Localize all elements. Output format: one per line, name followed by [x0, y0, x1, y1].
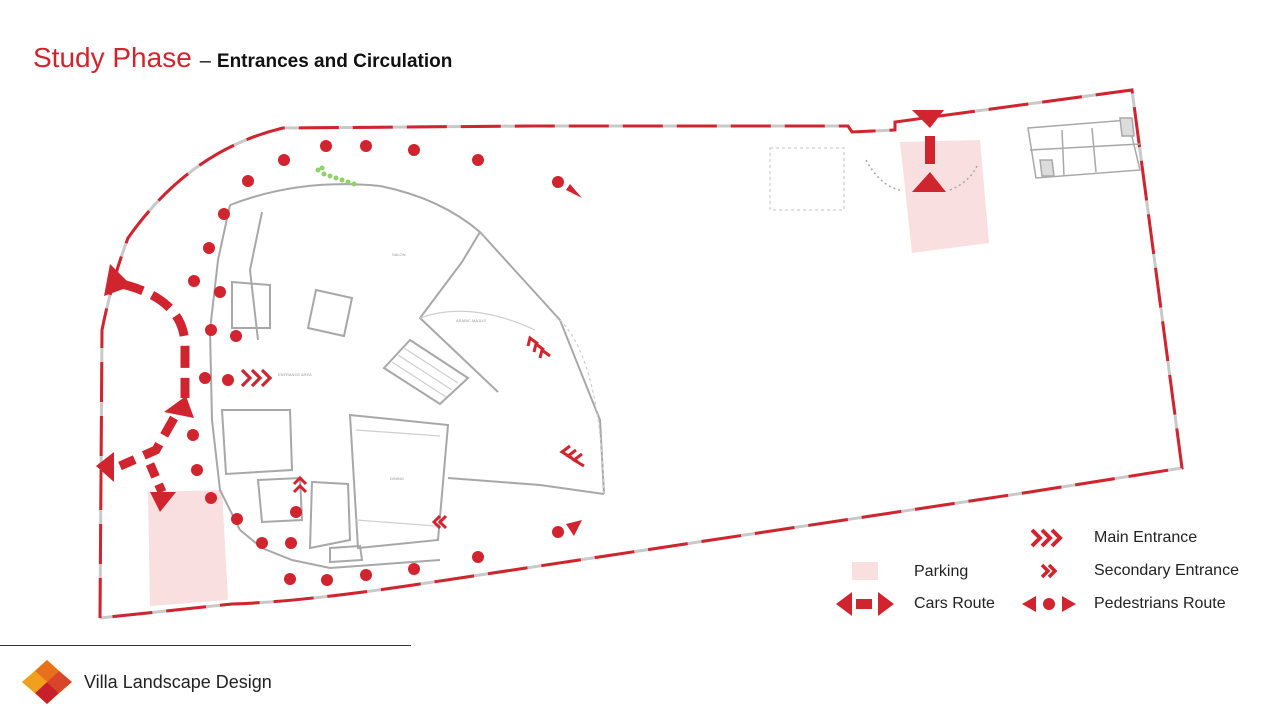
plan-label-entrance-area: ENTRANCE AREA	[278, 372, 312, 377]
pedestrian-route-dots	[187, 140, 564, 586]
main-car-entrance	[912, 110, 946, 192]
plan-label-salon: SALON	[392, 252, 406, 257]
footer-project-name: Villa Landscape Design	[84, 672, 272, 692]
legend-cars-route-label: Cars Route	[914, 595, 995, 612]
parking-area-east	[900, 140, 989, 253]
planting-dots	[315, 165, 357, 187]
pedestrian-route-arrowheads	[566, 184, 582, 536]
legend-main-entrance-symbol	[1030, 528, 1063, 548]
interior-furniture	[355, 147, 845, 527]
main-entrance-marker	[240, 368, 273, 388]
plan-label-dining: DINING	[390, 476, 404, 481]
title-phase: Study Phase	[33, 42, 192, 73]
title-separator: –	[199, 50, 211, 72]
legend-main-entrance-label: Main Entrance	[1094, 529, 1198, 546]
legend-parking-label: Parking	[914, 563, 969, 580]
page-title: Study Phase–Entrances and Circulation	[33, 42, 452, 74]
legend-secondary-entrance-label: Secondary Entrance	[1094, 562, 1239, 579]
legend-parking-swatch	[852, 562, 878, 580]
cars-route-arrowheads	[96, 264, 194, 512]
cars-route	[118, 279, 190, 494]
legend-cars-route-symbol	[836, 592, 894, 616]
plan-label-arabic-majlis: ARABIC MAJLIS	[456, 318, 486, 323]
footer-divider	[0, 645, 411, 646]
legend-pedestrians-route-symbol	[1022, 596, 1076, 612]
parking-area-west	[148, 490, 228, 606]
service-block	[865, 117, 1141, 191]
site-boundary-fence	[98, 88, 1184, 620]
title-subtitle: Entrances and Circulation	[216, 51, 453, 72]
legend-secondary-entrance-symbol	[1040, 563, 1058, 579]
brand-logo	[22, 660, 72, 704]
legend-pedestrians-route-label: Pedestrians Route	[1094, 595, 1226, 612]
secondary-entrance-markers	[292, 335, 585, 530]
